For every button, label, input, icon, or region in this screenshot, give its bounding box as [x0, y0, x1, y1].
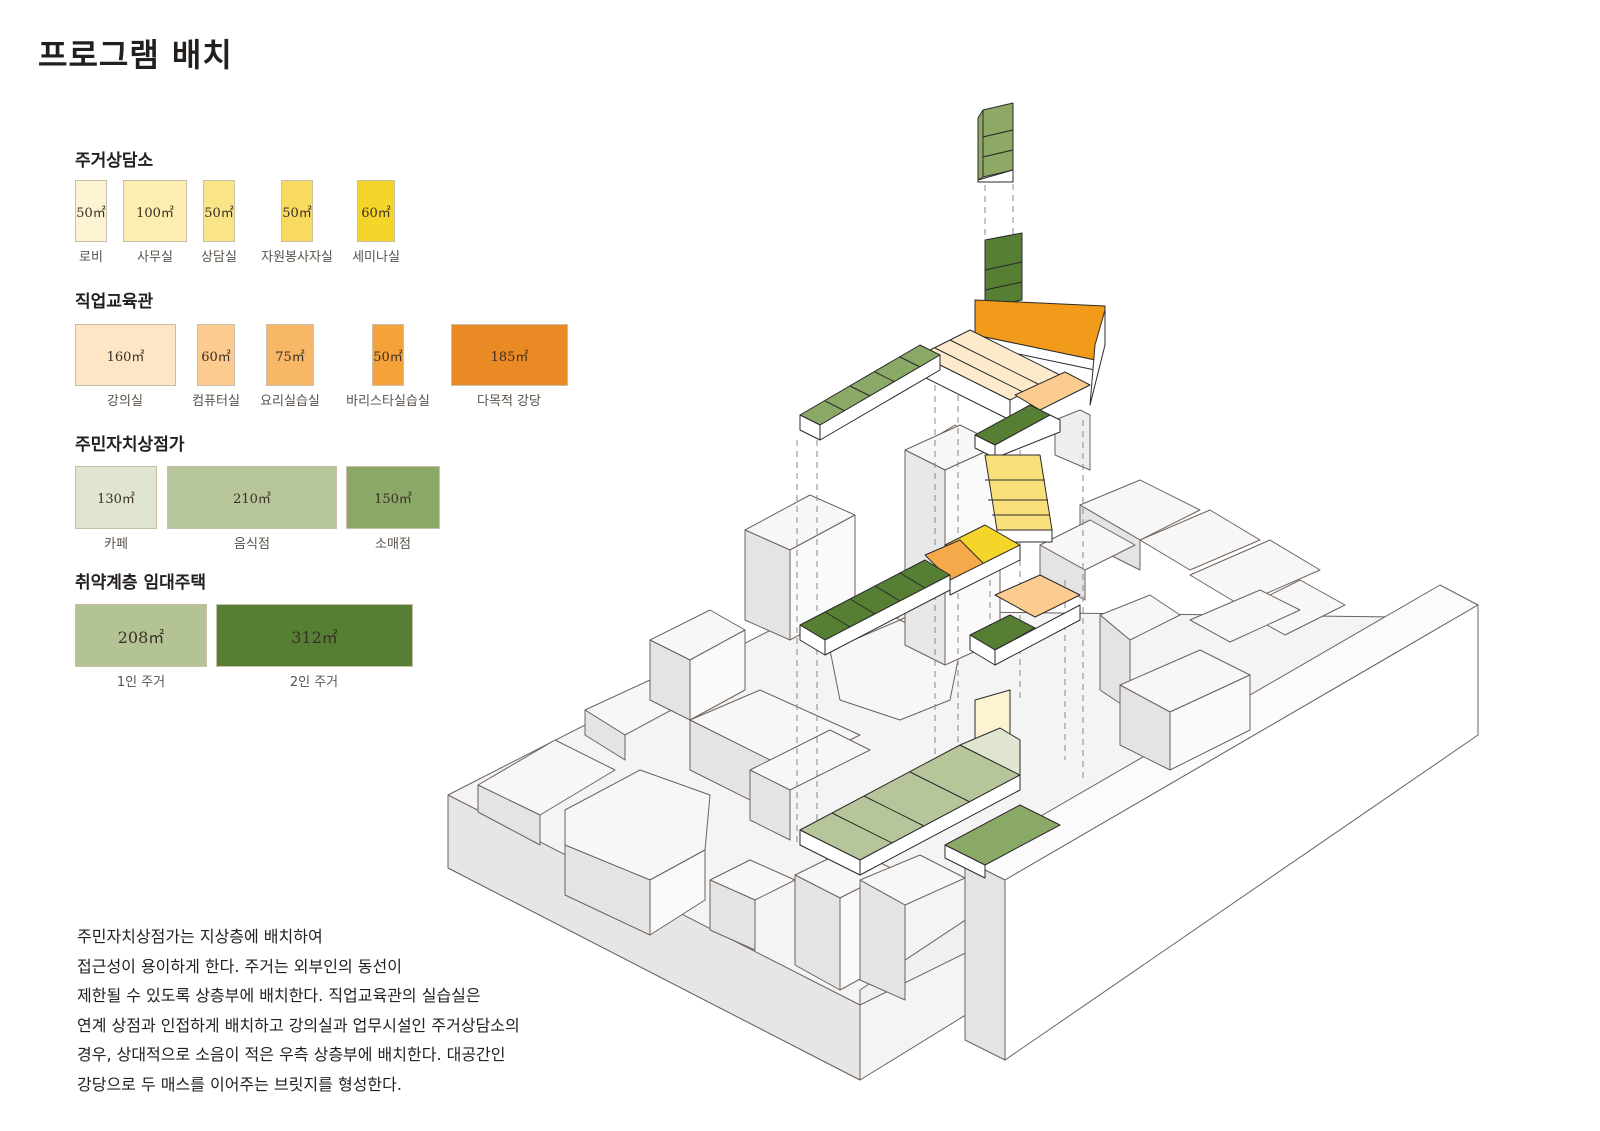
mass-ground-cafe [959, 727, 1021, 776]
legend-swatch-cafe: 130㎡ [75, 466, 157, 529]
legend-area: 100㎡ [136, 205, 174, 221]
mass-computer-room [1014, 371, 1091, 411]
legend-label: 로비 [79, 250, 103, 265]
legend-swatch-office: 100㎡ [123, 180, 187, 242]
legend-area: 60㎡ [361, 205, 391, 221]
legend-label: 상담실 [201, 250, 237, 265]
mass-upper-housing-row [799, 344, 941, 426]
legend-group-title-rental-housing: 취약계층 임대주택 [75, 573, 207, 593]
description-line: 강당으로 두 매스를 이어주는 브릿지를 형성한다. [77, 1074, 402, 1094]
legend-label: 소매점 [375, 537, 411, 552]
legend-label: 다목적 강당 [477, 394, 541, 409]
legend-area: 130㎡ [97, 492, 135, 507]
legend-swatch-single-housing: 208㎡ [75, 604, 207, 667]
legend-label: 카페 [104, 537, 128, 552]
legend-label: 세미나실 [352, 250, 400, 265]
mass-counsel-wing [984, 454, 1053, 531]
legend-swatch-lecture-room: 160㎡ [75, 324, 176, 386]
legend-area: 312㎡ [291, 627, 338, 647]
page-title: 프로그램 배치 [38, 36, 233, 74]
description-line: 연계 상점과 인접하게 배치하고 강의실과 업무시설인 주거상담소의 [77, 1015, 520, 1035]
legend-label: 컴퓨터실 [192, 394, 240, 409]
legend-label: 바리스타실습실 [346, 394, 430, 409]
legend-label: 자원봉사자실 [261, 250, 333, 265]
legend-swatch-auditorium: 185㎡ [451, 324, 568, 386]
legend-area: 50㎡ [373, 349, 403, 365]
description-line: 접근성이 용이하게 한다. 주거는 외부인의 동선이 [77, 956, 402, 976]
mass-cooking-room [994, 574, 1081, 618]
legend-area: 50㎡ [282, 205, 312, 221]
legend-label: 1인 주거 [116, 675, 166, 690]
legend-swatch-volunteer-room: 50㎡ [281, 180, 313, 242]
legend-group-title-shops: 주민자치상점가 [75, 435, 185, 455]
description-line: 제한될 수 있도록 상층부에 배치한다. 직업교육관의 실습실은 [77, 986, 481, 1005]
legend-area: 50㎡ [204, 205, 234, 221]
context-building [1054, 409, 1091, 471]
legend-area: 210㎡ [233, 492, 271, 507]
legend-swatch-restaurant: 210㎡ [167, 466, 337, 529]
legend-swatch-retail: 150㎡ [346, 466, 440, 529]
context-building [1139, 509, 1261, 571]
legend-swatch-seminar-room: 60㎡ [357, 180, 395, 242]
description-line: 경우, 상대적으로 소음이 적은 우측 상층부에 배치한다. 대공간인 [77, 1045, 506, 1064]
legend-area: 160㎡ [106, 349, 145, 365]
description-paragraph: 주민자치상점가는 지상층에 배치하여 접근성이 용이하게 한다. 주거는 외부인… [77, 922, 617, 1099]
legend-swatch-barista-room: 50㎡ [372, 324, 404, 386]
legend-label: 강의실 [107, 394, 143, 409]
legend-group-title-housing-counsel: 주거상담소 [75, 151, 154, 171]
legend-area: 150㎡ [374, 492, 412, 507]
context-building [1189, 589, 1301, 643]
legend-area: 50㎡ [76, 205, 106, 221]
legend-area: 208㎡ [117, 627, 165, 647]
legend-swatch-double-housing: 312㎡ [216, 604, 413, 667]
legend-area: 185㎡ [490, 349, 529, 365]
legend-label: 2인 주거 [289, 675, 339, 690]
legend-area: 60㎡ [201, 349, 231, 365]
legend-label: 사무실 [137, 250, 173, 265]
legend-label: 음식점 [234, 537, 270, 552]
description-line: 주민자치상점가는 지상층에 배치하여 [77, 927, 323, 946]
context-building [1189, 539, 1321, 606]
legend-swatch-counsel-room: 50㎡ [203, 180, 235, 242]
legend-group-title-vocational: 직업교육관 [75, 292, 154, 312]
legend-label: 요리실습실 [260, 394, 320, 409]
legend-swatch-lobby: 50㎡ [75, 180, 107, 242]
legend-swatch-cooking-room: 75㎡ [266, 324, 314, 386]
legend-area: 75㎡ [275, 349, 305, 365]
legend-swatch-computer-room: 60㎡ [197, 324, 235, 386]
